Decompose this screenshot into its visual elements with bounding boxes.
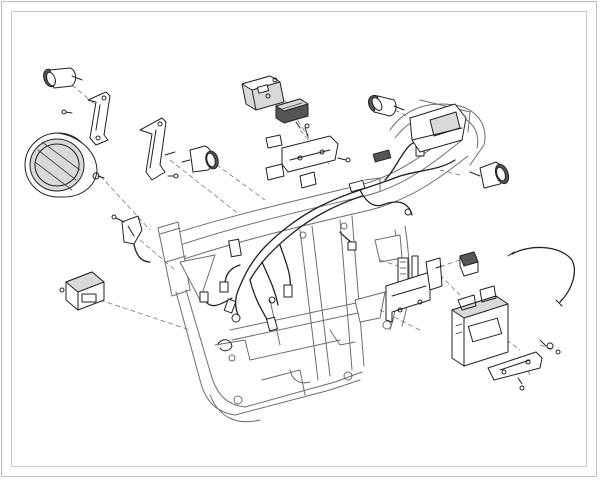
battery [451,285,509,367]
right-rear-turn-signal [469,161,510,189]
rear-fender-bracket [372,103,467,163]
left-rear-turn-signal [367,94,418,141]
frame [157,99,486,423]
battery-breather-tube [507,246,575,307]
battery-holder-bracket [385,257,443,323]
fuse-box [59,271,105,311]
horn [111,214,151,263]
headlight-mounting-bracket [87,91,111,146]
right-front-turn-signal-bracket [139,117,179,181]
battery-lower-bracket [487,339,561,391]
relay-bracket [265,123,351,189]
right-front-turn-signal [181,145,219,173]
inner-border [11,11,587,467]
ignition-coil [241,75,285,111]
rectifier-regulator [275,98,309,129]
left-front-turn-signal [43,67,83,115]
headlight [24,132,105,198]
